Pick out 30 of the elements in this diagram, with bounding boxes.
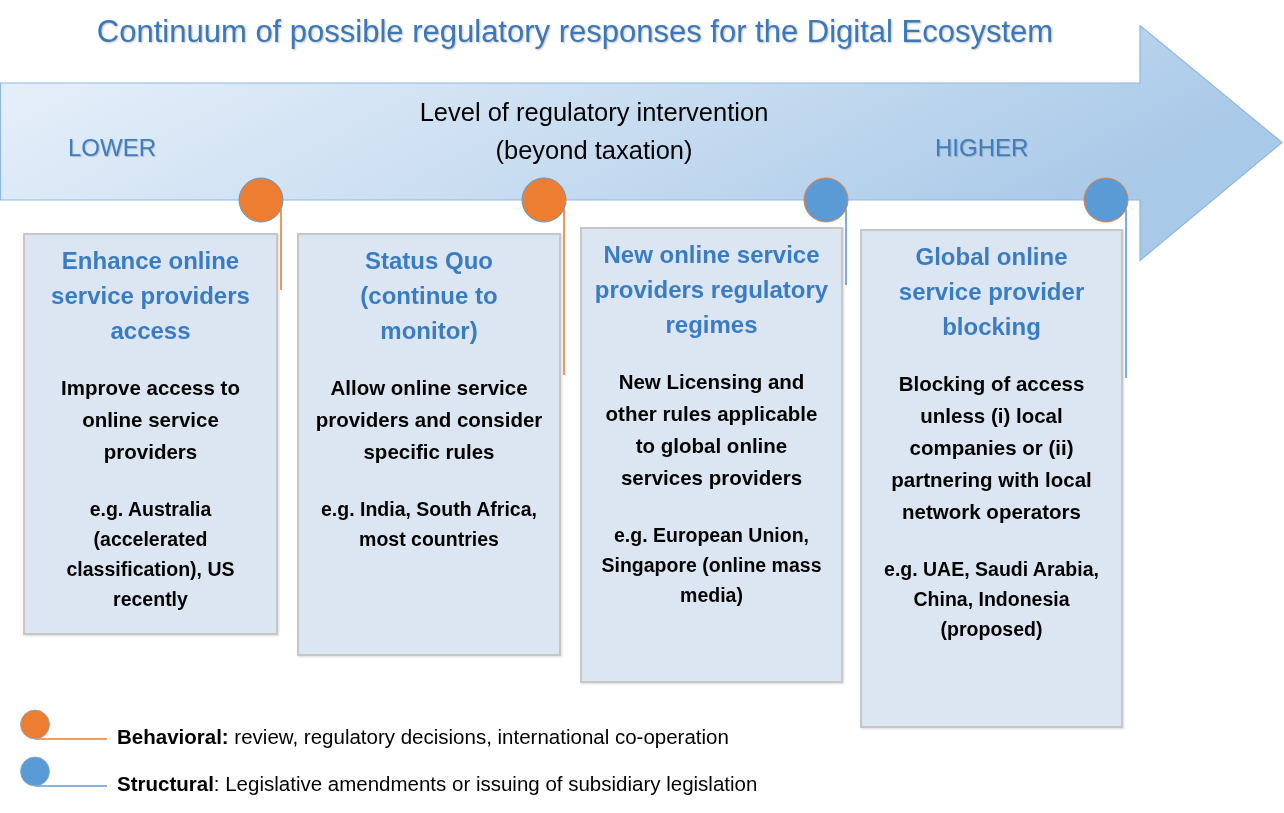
example-text: e.g. Australia (accelerated classification), US recently: [65, 497, 236, 612]
connector-line: [1125, 208, 1127, 379]
connector-line: [563, 208, 565, 376]
example-text: e.g. India, South Africa, most countries: [320, 497, 538, 552]
axis-title: Level of regulatory intervention (beyond taxation): [418, 97, 770, 166]
legend-text: Behavioral: review, regulatory decisions, international co-operation: [117, 724, 729, 750]
card-text: Blocking of access unless (i) local companies or (ii) partnering with local network operators: [890, 371, 1093, 525]
connector-line: [845, 208, 847, 286]
marker-circle: [521, 177, 567, 223]
card-text: Allow online service providers and consider specific rules: [314, 375, 544, 465]
card-heading: Global online service provider blocking: [897, 242, 1086, 342]
connector-line: [280, 208, 282, 291]
diagram-title: Continuum of possible regulatory responses for the Digital Ecosystem: [96, 13, 1054, 51]
example-text: e.g. UAE, Saudi Arabia, China, Indonesia (proposed): [883, 557, 1100, 642]
example-text: e.g. European Union, Singapore (online mass media): [600, 523, 823, 608]
card-text: New Licensing and other rules applicable to global online services providers: [604, 369, 819, 491]
response-card: [297, 233, 561, 656]
card-heading: Status Quo (continue to monitor): [359, 246, 499, 346]
marker-circle: [803, 177, 849, 223]
scale-end-label: HIGHER: [935, 133, 1029, 163]
card-heading: New online service providers regulatory regimes: [594, 240, 829, 340]
response-card: [23, 233, 278, 635]
scale-end-label: LOWER: [68, 133, 156, 163]
card-heading: Enhance online service providers access: [50, 246, 251, 346]
legend-text: Structural: Legislative amendments or issuing of subsidiary legislation: [117, 771, 758, 797]
marker-circle: [1083, 177, 1129, 223]
response-card: [860, 229, 1123, 728]
response-card: [580, 227, 843, 683]
card-text: Improve access to online service providers: [60, 375, 241, 465]
marker-circle: [238, 177, 284, 223]
